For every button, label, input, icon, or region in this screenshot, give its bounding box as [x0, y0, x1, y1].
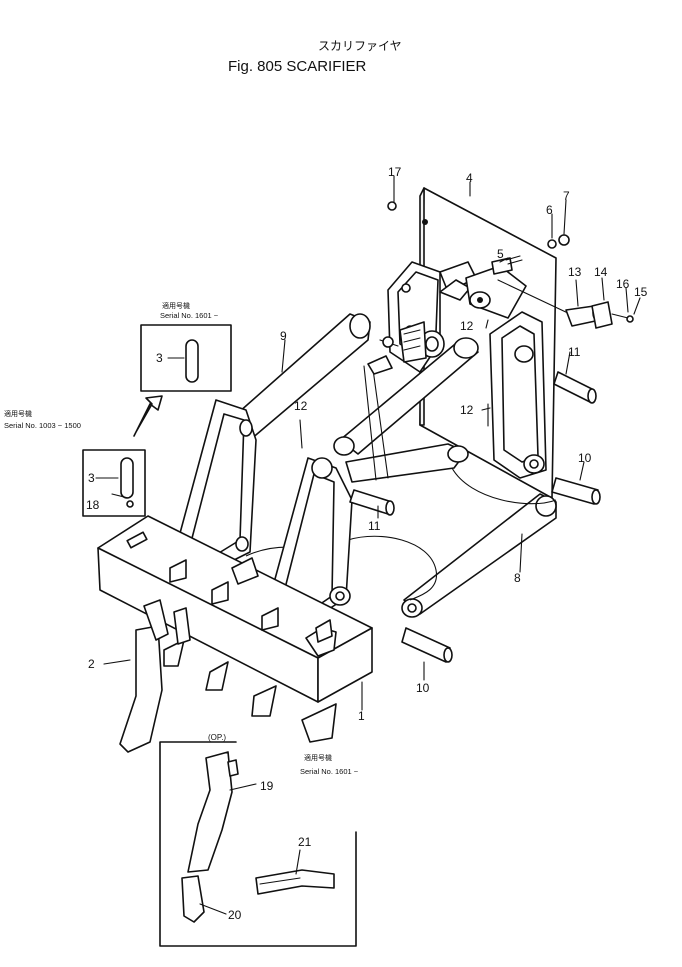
leader-lines [103, 175, 641, 915]
subtitle-jp: スカリファイヤ [318, 39, 402, 53]
inset-optional-parts [159, 741, 357, 947]
note-top-left-serial: Serial No. 1601 ~ [160, 311, 219, 320]
callout-5: 5 [497, 247, 504, 261]
callout-17: 17 [388, 165, 402, 179]
pin-11-left [349, 489, 395, 516]
right-bracket [487, 311, 547, 479]
shanks [119, 599, 337, 753]
note-mid-left-jp: 適用号機 [4, 409, 32, 418]
pin-10-bottom [401, 627, 453, 663]
callout-6: 6 [546, 203, 553, 217]
inset-pin-3-top [140, 324, 232, 392]
note-top-left-jp: 適用号機 [162, 301, 190, 310]
callout-18: 18 [86, 498, 100, 512]
pin-10-right [551, 477, 601, 505]
callout-8: 8 [514, 571, 521, 585]
pin-17 [387, 201, 397, 211]
callout-10-right: 10 [578, 451, 592, 465]
cylinder-mount [465, 255, 527, 319]
callout-1: 1 [358, 709, 365, 723]
callout-20: 20 [228, 908, 242, 922]
callout-3-top: 3 [156, 351, 163, 365]
callout-4: 4 [466, 171, 473, 185]
callout-9: 9 [280, 329, 287, 343]
pin-assembly-13 [497, 279, 634, 329]
callout-12-left: 12 [294, 399, 308, 413]
callout-14: 14 [594, 265, 608, 279]
callout-2: 2 [88, 657, 95, 671]
hose-a [451, 467, 557, 505]
nuts-6-7 [547, 234, 570, 249]
hydraulic-cylinder [333, 337, 479, 481]
note-bottom-jp: 適用号機 [304, 753, 332, 762]
callout-12-lower: 12 [460, 403, 474, 417]
rear-link [345, 443, 469, 483]
left-tower [175, 399, 257, 573]
arrow-icon [133, 395, 163, 437]
hose-b [347, 535, 437, 601]
note-mid-left-serial: Serial No. 1003 ~ 1500 [4, 421, 81, 430]
callout-13: 13 [568, 265, 582, 279]
figure-title: Fig. 805 SCARIFIER [228, 58, 367, 75]
lower-link-8 [401, 493, 557, 618]
callout-3-bottom: 3 [88, 471, 95, 485]
callout-15: 15 [634, 285, 648, 299]
inset-pin-3-bottom [82, 449, 146, 517]
callout-11-right: 11 [568, 345, 581, 359]
callout-7: 7 [563, 189, 570, 203]
callout-11-left: 11 [368, 519, 381, 533]
op-label: (OP.) [208, 733, 226, 742]
pin-11-right [553, 371, 597, 404]
note-bottom-serial: Serial No. 1601 ~ [300, 767, 359, 776]
callout-19: 19 [260, 779, 274, 793]
callout-12-upper: 12 [460, 319, 474, 333]
callout-16: 16 [616, 277, 630, 291]
main-beam [97, 515, 373, 703]
valve-unit [379, 321, 445, 363]
callout-10-bottom: 10 [416, 681, 430, 695]
callout-21: 21 [298, 835, 312, 849]
